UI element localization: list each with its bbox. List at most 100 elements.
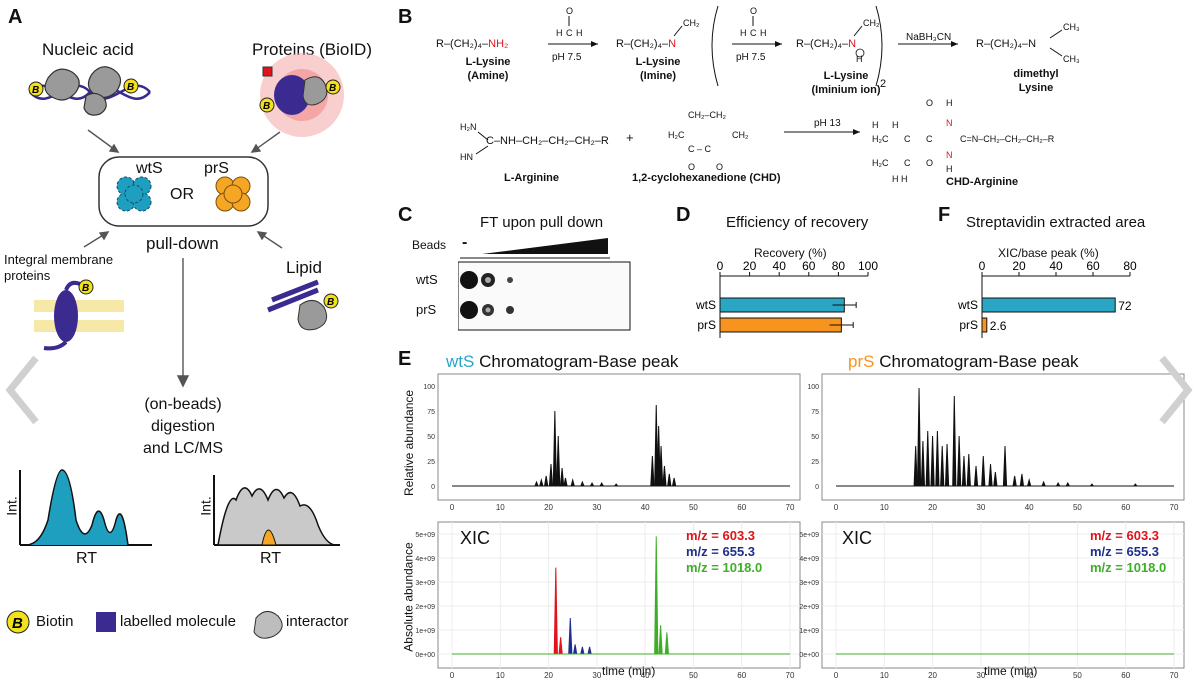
mz-label-1018-right: m/z = 1018.0: [1090, 560, 1167, 575]
svg-text:H: H: [760, 28, 767, 38]
svg-text:H: H: [872, 120, 879, 130]
membrane-image: [458, 261, 631, 331]
base-peak-peak: [1089, 483, 1094, 487]
base-peak-peak: [935, 430, 940, 487]
svg-text:CH₃: CH₃: [1063, 54, 1080, 64]
base-peak-peak: [966, 453, 971, 487]
x-tick-label: 40: [641, 503, 650, 512]
y-tick-label: 25: [811, 459, 819, 466]
base-peak-peak: [957, 435, 962, 487]
x-tick-label: 30: [976, 503, 985, 512]
prs-title-suffix: Chromatogram-Base peak: [874, 352, 1079, 371]
x-tick-label: 60: [802, 259, 816, 273]
x-tick-label: 40: [1025, 503, 1034, 512]
svg-text:CH₂: CH₂: [863, 18, 880, 28]
x-tick-label: 70: [1170, 503, 1179, 512]
lysine-amine-name1: L-Lysine: [465, 56, 511, 68]
xic-series-1-peak: [587, 646, 592, 655]
pulldown-label: pull-down: [146, 234, 219, 253]
beads-label: Beads: [412, 238, 447, 252]
svg-text:H: H: [856, 54, 863, 64]
panel-d-title: Efficiency of recovery: [726, 214, 869, 231]
svg-text:C: C: [926, 134, 933, 144]
svg-text:CH₂: CH₂: [732, 130, 749, 140]
svg-text:H₂C: H₂C: [872, 158, 889, 168]
x-tick-label: 20: [928, 671, 937, 680]
svg-text:C: C: [904, 134, 911, 144]
x-tick-label: 0: [979, 259, 986, 273]
svg-text:B: B: [329, 83, 336, 94]
svg-text:N: N: [946, 150, 953, 160]
panel-f-xlabel: XIC/base peak (%): [998, 246, 1099, 260]
labelled-protein-icon: [274, 75, 310, 115]
x-tick-label: 80: [832, 259, 846, 273]
svg-text:H₂C: H₂C: [872, 134, 889, 144]
legend-labelled-icon: [96, 612, 116, 632]
base-peak-peak: [556, 435, 561, 487]
membrane-label: Integral membrane proteins: [4, 252, 114, 283]
y-tick-label: 0e+00: [415, 652, 435, 659]
prev-slide-button[interactable]: [2, 350, 42, 430]
svg-text:H: H: [946, 164, 953, 174]
condition-2: pH 7.5: [736, 52, 766, 63]
svg-text:H₂N: H₂N: [460, 122, 477, 132]
x-tick-label: 30: [976, 671, 985, 680]
int-label-2: Int.: [197, 496, 214, 516]
svg-text:R–(CH₂)₄–N: R–(CH₂)₄–N: [616, 38, 676, 50]
base-peak-peak: [920, 440, 926, 487]
x-tick-label: 60: [737, 671, 746, 680]
base-peak-peak: [580, 480, 585, 487]
svg-text:R–(CH₂)₄–N: R–(CH₂)₄–N: [976, 38, 1036, 50]
lysine-imine-name1: L-Lysine: [635, 56, 681, 68]
x-tick-label: 10: [496, 503, 505, 512]
x-tick-label: 60: [1121, 671, 1130, 680]
base-peak-peak: [944, 443, 950, 487]
x-tick-label: 100: [858, 259, 878, 273]
base-peak-peak: [570, 478, 575, 487]
bracket-subscript: 2: [880, 78, 887, 90]
bar-wtS: [981, 297, 1116, 313]
svg-text:B: B: [12, 615, 23, 632]
x-tick-label: 50: [1073, 503, 1082, 512]
bar-prS: [719, 317, 842, 333]
svg-text:C–NH–CH₂–CH₂–CH₂–R: C–NH–CH₂–CH₂–CH₂–R: [486, 135, 609, 147]
svg-text:CH₂: CH₂: [683, 18, 700, 28]
svg-text:O: O: [926, 98, 933, 108]
chevron-left-icon: [5, 355, 39, 425]
x-tick-label: 0: [450, 503, 455, 512]
base-peak-peak: [916, 387, 922, 487]
category-label-wtS: wtS: [695, 298, 716, 312]
xic-series-1-peak: [573, 644, 578, 655]
base-peak-peak: [1133, 483, 1138, 487]
base-peak-peak: [1056, 481, 1061, 487]
base-peak-peak: [925, 430, 930, 487]
category-label-wtS: wtS: [957, 298, 978, 312]
base-peak-peak: [534, 480, 539, 487]
category-label-prS: prS: [697, 318, 716, 332]
plot-frame-0: [437, 373, 801, 501]
panel-d-label: D: [676, 204, 691, 226]
base-peak-peak: [548, 463, 554, 487]
x-tick-label: 10: [880, 503, 889, 512]
bar-wtS: [719, 297, 845, 313]
svg-text:O: O: [716, 162, 723, 172]
svg-text:B: B: [127, 82, 134, 93]
panel-e-label: E: [398, 348, 412, 370]
or-label: OR: [170, 186, 194, 203]
y-tick-label: 4e+09: [415, 556, 435, 563]
base-peak-peak: [563, 477, 568, 487]
category-label-prS: prS: [959, 318, 978, 332]
svg-text:C – C: C – C: [688, 144, 712, 154]
base-peak-peak: [658, 445, 664, 487]
legend-biotin-text: Biotin: [36, 613, 74, 630]
y-tick-label: 75: [811, 409, 819, 416]
x-axis-label-left: time (min): [602, 664, 656, 678]
next-slide-button[interactable]: [1156, 350, 1196, 430]
x-tick-label: 0: [450, 671, 455, 680]
y-tick-label: 5e+09: [799, 532, 819, 539]
bar-prS: [981, 317, 988, 333]
base-peak-peak: [952, 395, 957, 487]
svg-text:CH₂–CH₂: CH₂–CH₂: [688, 110, 726, 120]
